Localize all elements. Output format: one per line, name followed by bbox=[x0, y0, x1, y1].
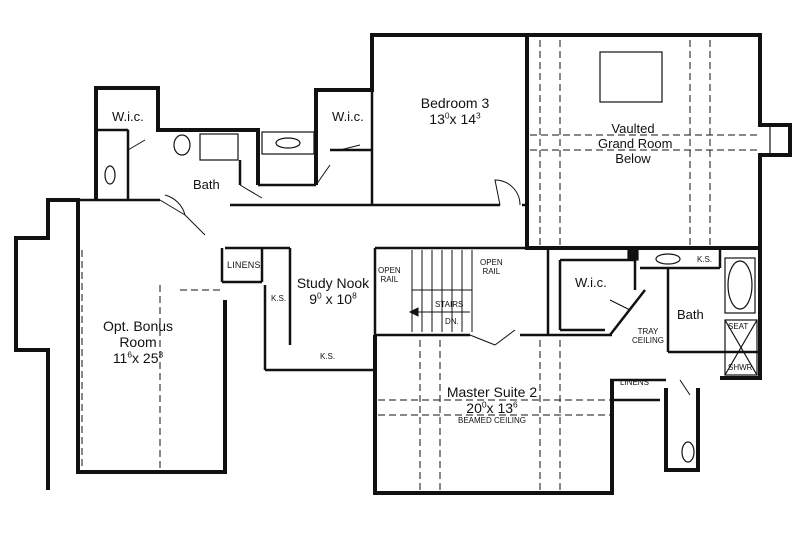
tray-ceiling-label: TRAY CEILING bbox=[632, 327, 665, 346]
beam-lines bbox=[81, 40, 758, 490]
vaulted-line3: Below bbox=[615, 150, 651, 166]
master-label: Master Suite 2 200x 136 BEAMED CEILING bbox=[432, 384, 552, 425]
vaulted-line1: Vaulted bbox=[611, 121, 655, 136]
stairs-dn-label: DN. bbox=[445, 317, 459, 326]
ks-study-side-label: K.S. bbox=[271, 294, 287, 303]
stairs-label: STAIRS bbox=[435, 300, 464, 309]
wic-right-label: W.i.c. bbox=[575, 275, 607, 290]
study-name: Study Nook bbox=[296, 275, 370, 291]
wic-mid-label: W.i.c. bbox=[332, 109, 364, 124]
master-note: BEAMED CEILING bbox=[457, 416, 526, 426]
master-name: Master Suite 2 bbox=[446, 384, 538, 400]
fixtures bbox=[95, 51, 791, 463]
seat-label: SEAT bbox=[728, 322, 749, 331]
study-label: Study Nook 90 x 108 bbox=[290, 275, 376, 307]
open-rail-left: OPEN RAIL bbox=[378, 266, 401, 285]
vaulted-label: Vaulted Grand Room Below bbox=[598, 121, 673, 167]
linens-master-label: LINENS bbox=[620, 378, 649, 387]
ks-bath-label: K.S. bbox=[697, 255, 713, 264]
stair-treads bbox=[408, 250, 473, 332]
exterior-walls bbox=[14, 33, 792, 495]
master-size: 200x 136 bbox=[466, 399, 518, 417]
bonus-label: Opt. Bonus Room 116x 253 bbox=[92, 318, 184, 366]
bedroom3-size: 130x 143 bbox=[429, 110, 481, 128]
bath-left-label: Bath bbox=[193, 177, 220, 192]
shwr-label: SHWR. bbox=[728, 363, 755, 372]
ks-study-bottom-label: K.S. bbox=[320, 352, 336, 361]
bedroom3-label: Bedroom 3 130x 143 bbox=[415, 95, 495, 127]
doors bbox=[127, 139, 691, 396]
wic-left-label: W.i.c. bbox=[112, 109, 144, 124]
linens-study-label: LINENS bbox=[227, 260, 261, 270]
bath-right-label: Bath bbox=[677, 307, 704, 322]
bonus-line2: Room bbox=[119, 334, 157, 351]
study-size: 90 x 108 bbox=[309, 290, 357, 308]
bedroom3-name: Bedroom 3 bbox=[420, 95, 490, 111]
vaulted-line2: Grand Room bbox=[598, 135, 673, 151]
bonus-line1: Opt. Bonus bbox=[102, 318, 174, 334]
open-rail-right: OPEN RAIL bbox=[480, 258, 503, 277]
bonus-size: 116x 253 bbox=[112, 349, 164, 367]
